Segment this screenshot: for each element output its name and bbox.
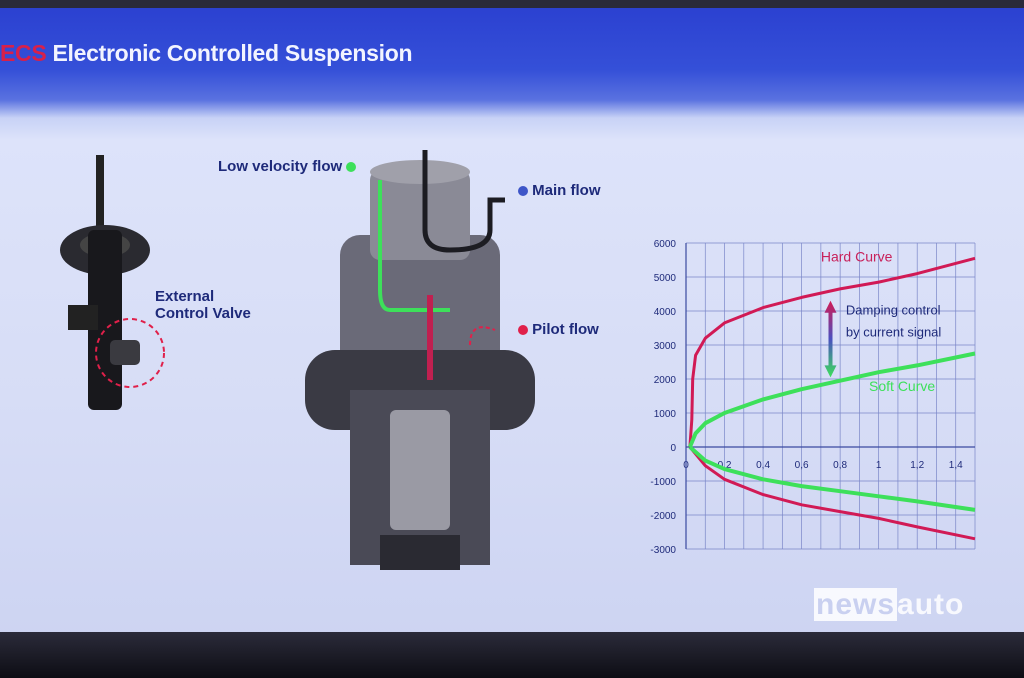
y-tick-label: -2000 [650, 511, 676, 522]
x-tick-label: 1 [876, 460, 882, 471]
pilot-flow-label: Pilot flow [518, 321, 599, 338]
damping-label-line2: by current signal [846, 325, 941, 340]
series-line-hard-curve [688, 256, 976, 448]
y-tick-label: 0 [670, 443, 676, 454]
soft-curve-label: Soft Curve [869, 378, 935, 394]
valve-highlight-circle [95, 318, 165, 388]
main-flow-arrow [422, 150, 505, 253]
x-tick-label: 1,2 [910, 460, 924, 471]
series-line-soft-curve-rebound- [688, 445, 976, 512]
screen-top-edge [0, 0, 1024, 8]
main-flow-label: Main flow [518, 182, 601, 199]
damping-label-line1: Damping control [846, 302, 941, 317]
hard-curve-label: Hard Curve [821, 249, 893, 265]
low-velocity-dot [346, 162, 357, 173]
title-text: Electronic Controlled Suspension [52, 40, 413, 66]
y-tick-label: 6000 [654, 239, 677, 250]
x-tick-label: 0,6 [795, 460, 809, 471]
valve-cutaway-illustration [305, 150, 535, 570]
watermark: newsauto [814, 588, 965, 621]
low-velocity-label: Low velocity flow [218, 158, 357, 175]
title-prefix: ECS [0, 40, 47, 66]
series-line-hard-curve-rebound- [688, 446, 976, 541]
shock-absorber-illustration [60, 155, 165, 410]
y-tick-label: 2000 [654, 375, 677, 386]
series-line-soft-curve [688, 351, 976, 448]
slide [0, 0, 1024, 640]
x-tick-label: 0,2 [718, 460, 732, 471]
y-tick-label: -1000 [650, 477, 676, 488]
damping-control-arrow [824, 300, 837, 378]
x-tick-label: 1,4 [949, 460, 963, 471]
x-tick-label: 0,8 [833, 460, 847, 471]
y-tick-label: 4000 [654, 307, 677, 318]
low-velocity-flow-arrow [378, 180, 450, 312]
y-tick-label: 3000 [654, 341, 677, 352]
pilot-flow-dot [518, 325, 528, 336]
y-tick-label: -3000 [650, 545, 676, 556]
slide-title: ECS Electronic Controlled Suspension [0, 40, 413, 67]
screen-bottom-edge [0, 632, 1024, 678]
main-flow-dot [518, 186, 528, 197]
damping-chart: -3000 -2000 -1000 0 1000 2000 3000 4000 5000 6000… [650, 239, 976, 556]
pilot-flow-arrow [469, 326, 496, 346]
y-tick-label: 1000 [654, 409, 677, 420]
y-tick-label: 5000 [654, 273, 677, 284]
x-tick-label: 0,4 [756, 460, 770, 471]
